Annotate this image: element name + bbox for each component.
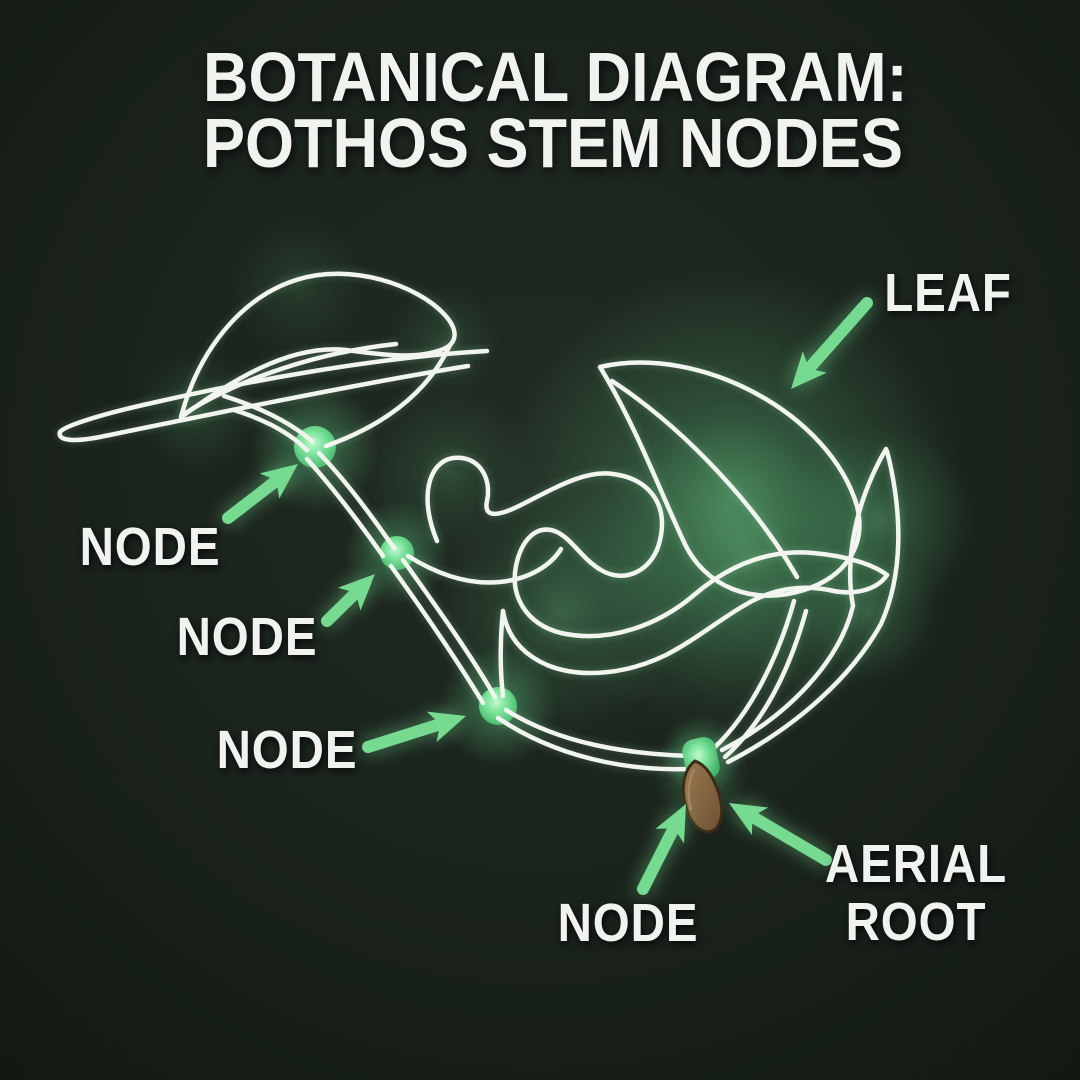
top-leaf-vein: [181, 341, 399, 417]
curled-leaf-return: [500, 572, 890, 676]
arrow-head: [655, 804, 686, 844]
arrow-shaft: [321, 586, 362, 627]
arrow-shaft: [362, 718, 447, 753]
top-leaf-outline: [178, 271, 457, 420]
tendril-right-edge: [725, 448, 901, 765]
arrow-aerial_root: [729, 803, 832, 866]
stem-n1n2-b: [304, 456, 386, 559]
arrow-leaf: [791, 297, 873, 389]
aerial-root: [681, 759, 724, 834]
curl-petiole: [405, 546, 564, 585]
stem-n3n4-a: [503, 707, 693, 759]
arrow-node_bottom: [637, 804, 686, 895]
curled-leaf-sweep: [558, 550, 890, 639]
label-node-mid: NODE: [176, 607, 318, 667]
arrow-head: [338, 574, 375, 611]
annotation-arrows: [222, 297, 873, 895]
stem-upper-a: [221, 393, 315, 444]
arrow-head: [729, 803, 769, 836]
arrow-node_lower: [362, 711, 466, 753]
arrow-shaft: [222, 474, 283, 524]
arrow-node_mid: [321, 574, 375, 627]
root-highlight: [687, 768, 696, 811]
label-node-top: NODE: [79, 517, 221, 577]
label-node-lower: NODE: [216, 720, 358, 780]
title-line-2: POTHOS STEM NODES: [203, 104, 904, 182]
aerial-root-shape: [681, 737, 724, 834]
stem-n1n2-a: [316, 450, 397, 551]
curl-link: [498, 608, 506, 699]
petiole-a: [711, 598, 797, 751]
label-aerial-root: AERIAL ROOT: [824, 834, 1008, 952]
arrow-head: [791, 351, 827, 389]
arrow-shaft: [637, 822, 680, 895]
slender-leaf-blade: [57, 348, 490, 443]
label-node-bottom: NODE: [557, 893, 699, 953]
title-line-1: BOTANICAL DIAGRAM:: [203, 38, 908, 116]
stem-n2n3-b: [388, 563, 486, 706]
node-marker: [479, 687, 517, 725]
label-leaf: LEAF: [884, 263, 1012, 323]
stem-n3n4-b: [495, 715, 691, 772]
arrow-shaft: [746, 810, 832, 866]
stem-n2n3-a: [400, 557, 498, 700]
arrow-node_top: [222, 464, 298, 524]
plant-outline: [57, 271, 901, 772]
arrow-shaft: [802, 297, 873, 375]
tendril-left-edge: [719, 446, 889, 753]
arrow-head: [259, 464, 298, 499]
arrow-head: [426, 711, 466, 743]
page-title: BOTANICAL DIAGRAM: POTHOS STEM NODES: [203, 38, 908, 182]
stem-upper-b: [231, 407, 310, 453]
curled-leaf-scroll: [425, 455, 665, 636]
leaf-loop-stem: [323, 342, 453, 449]
